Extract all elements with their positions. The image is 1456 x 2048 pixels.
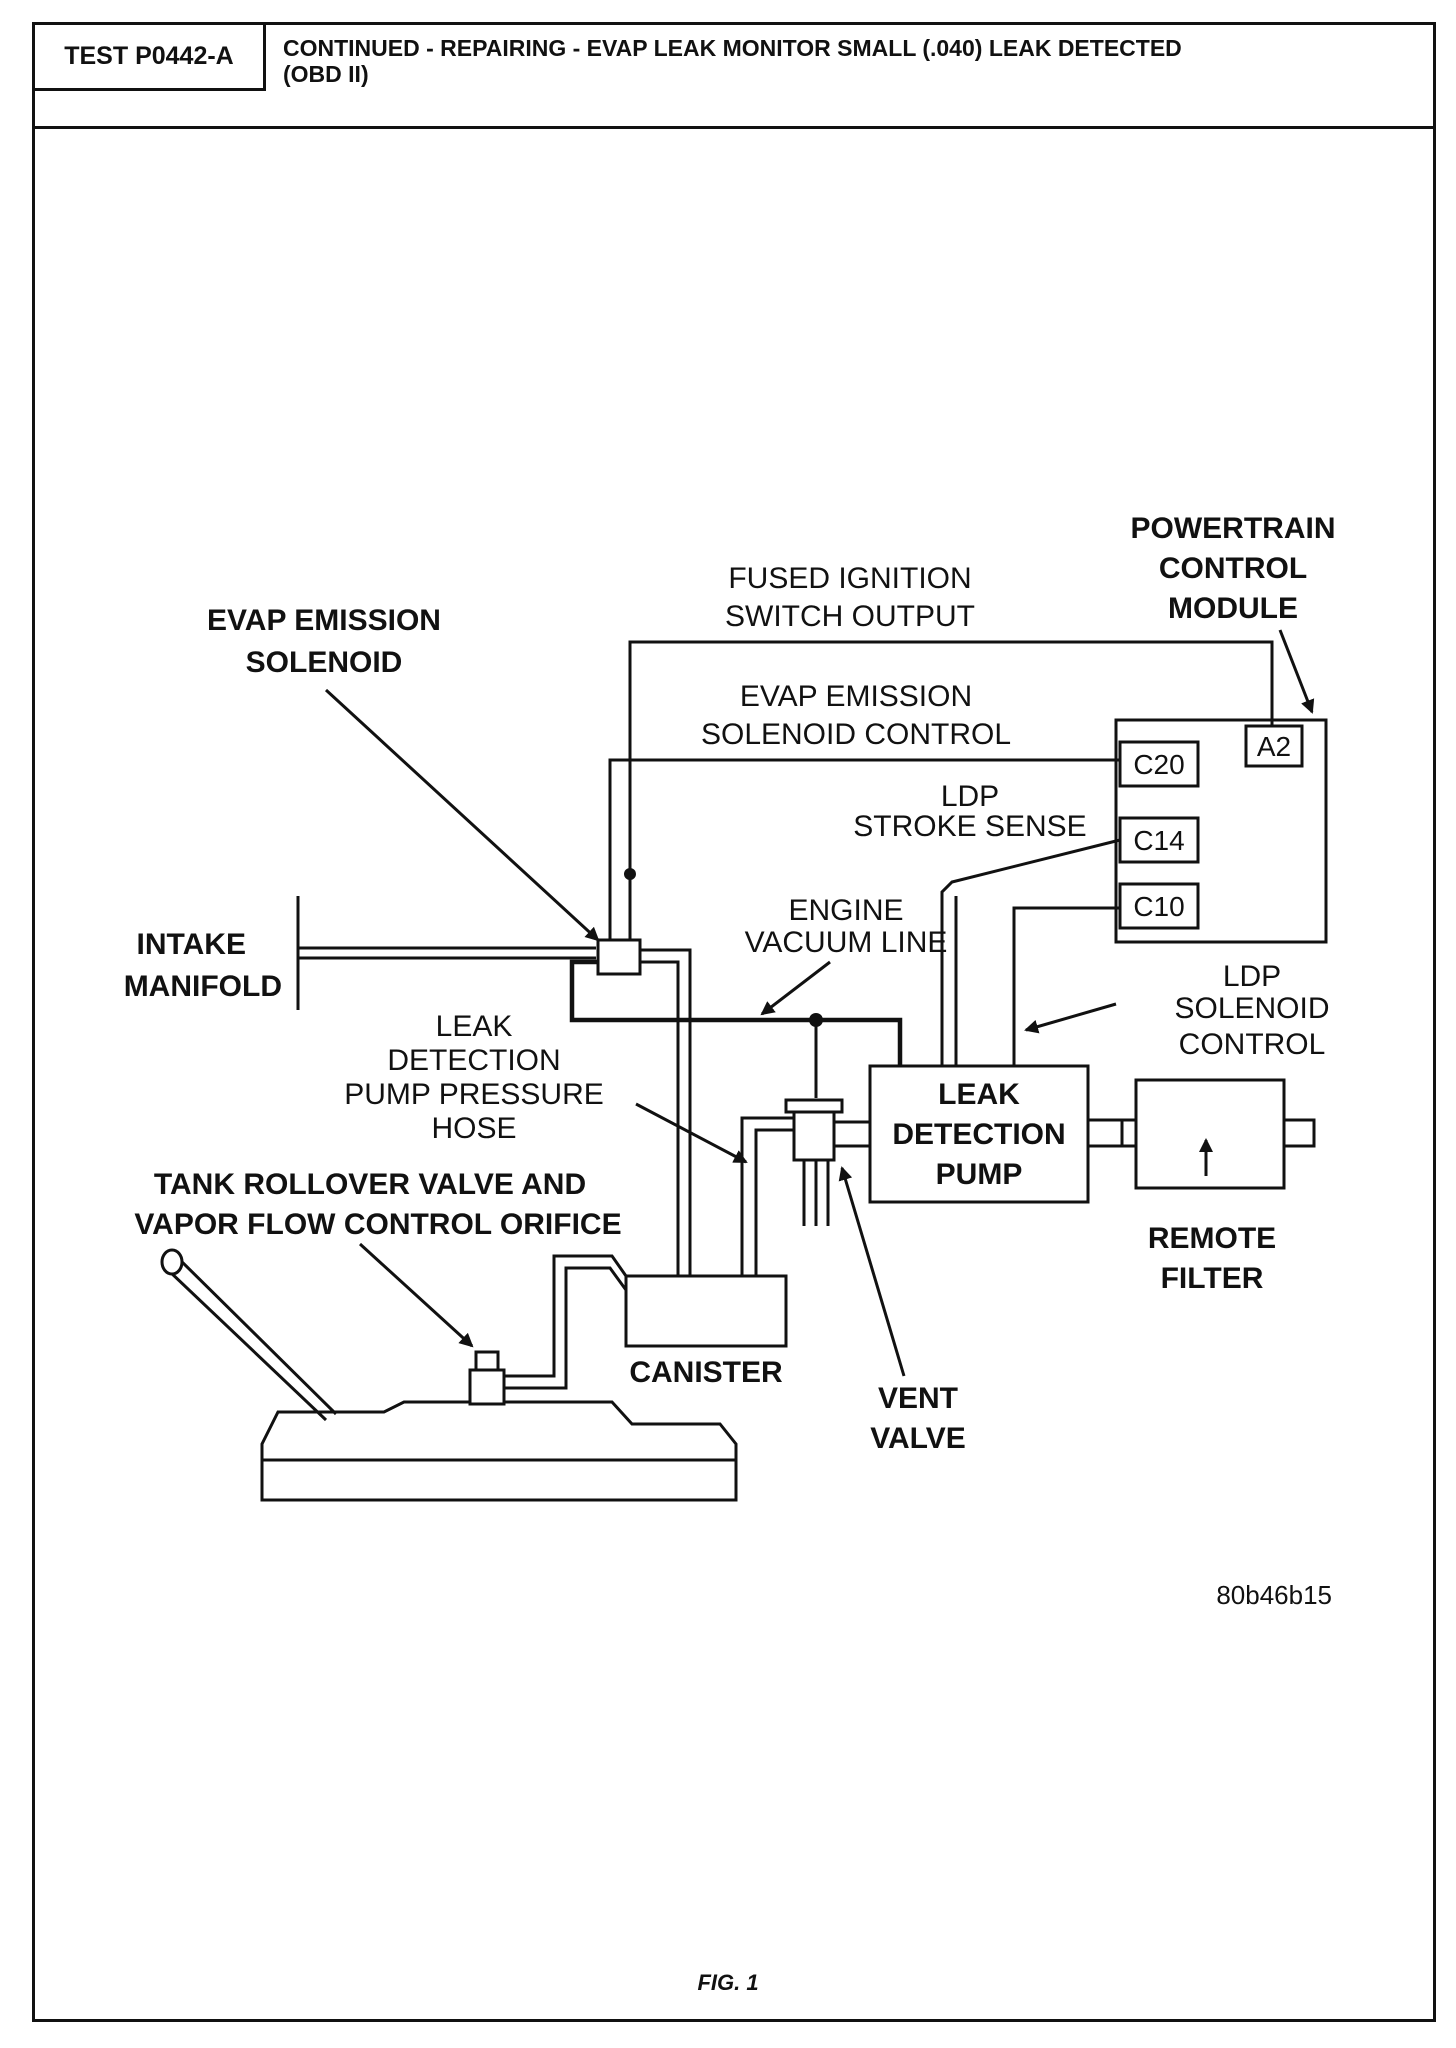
leak-hose-label-4: HOSE — [431, 1112, 516, 1145]
pin-c10 — [1118, 882, 1200, 930]
filler-neck-top — [174, 1254, 338, 1416]
pin-c10-label: C10 — [1133, 891, 1184, 922]
powertrain-label-3: MODULE — [1168, 592, 1298, 625]
intake-label-2: MANIFOLD — [124, 970, 282, 1003]
pump-label-1: LEAK — [938, 1078, 1020, 1111]
evap-solenoid-body — [596, 938, 642, 976]
test-id: TEST P0442-A — [35, 25, 266, 91]
ldp-stroke-label-1: LDP — [941, 780, 999, 813]
leak-detection-pump-box — [868, 1064, 1090, 1204]
engine-vacuum-hose — [569, 959, 903, 1066]
evap-solenoid-arrow — [324, 688, 600, 942]
intake-label-1: INTAKE — [137, 928, 246, 961]
engine-vacuum-label-1: ENGINE — [788, 894, 903, 927]
filter-outlet — [1282, 1118, 1316, 1148]
pump-label-2: DETECTION — [892, 1118, 1065, 1151]
header-row: TEST P0442-A CONTINUED - REPAIRING - EVA… — [35, 25, 1433, 129]
header-title: CONTINUED - REPAIRING - EVAP LEAK MONITO… — [283, 35, 1182, 87]
evap-control-label-1: EVAP EMISSION — [740, 680, 972, 713]
vent-valve-cap — [784, 1098, 844, 1114]
vapor-line-b — [504, 1266, 628, 1390]
pump-filter-hose — [1086, 1118, 1124, 1148]
remote-filter-box — [1134, 1078, 1286, 1190]
pressure-hose-b — [754, 1128, 794, 1276]
fused-ignition-label-2: SWITCH OUTPUT — [725, 600, 975, 633]
vent-valve-label-2: VALVE — [870, 1422, 966, 1455]
filter-label-1: REMOTE — [1148, 1222, 1276, 1255]
powertrain-label-2: CONTROL — [1159, 552, 1307, 585]
junction-dot-1 — [624, 868, 636, 880]
pin-c14-label: C14 — [1133, 825, 1184, 856]
evap-control-wire — [608, 758, 1120, 940]
evap-solenoid-label-1: EVAP EMISSION — [207, 604, 441, 637]
leak-hose-label-3: PUMP PRESSURE — [344, 1078, 604, 1111]
page-frame: TEST P0442-A CONTINUED - REPAIRING - EVA… — [32, 22, 1436, 2022]
ldp-solenoid-label-1: LDP — [1223, 960, 1281, 993]
reference-code: 80b46b15 — [1216, 1580, 1332, 1610]
leak-hose-label-1: LEAK — [436, 1010, 513, 1043]
ldp-solenoid-label-3: CONTROL — [1179, 1028, 1326, 1061]
filter-label-2: FILTER — [1161, 1262, 1264, 1295]
rollover-valve-top — [474, 1350, 500, 1372]
pin-a2 — [1244, 724, 1304, 768]
ldp-solenoid-arrow — [1024, 1002, 1117, 1034]
pressure-hose-a — [740, 1116, 794, 1276]
powertrain-control-module: A2 C20 C14 C10 — [1114, 718, 1328, 944]
rollover-valve-base — [468, 1368, 506, 1406]
ldp-stroke-wire-a — [940, 838, 1121, 1066]
pin-c20 — [1118, 740, 1200, 788]
fused-ignition-wire — [628, 640, 1274, 940]
engine-vacuum-arrow — [760, 960, 831, 1016]
ldp-solenoid-wire — [1012, 906, 1120, 1066]
pcm-arrow — [1278, 629, 1315, 714]
tank-rollover-label-2: VAPOR FLOW CONTROL ORIFICE — [134, 1208, 621, 1241]
vent-valve-label-1: VENT — [878, 1382, 958, 1415]
vapor-line-a — [504, 1254, 628, 1378]
leak-hose-label-2: DETECTION — [387, 1044, 560, 1077]
powertrain-label: POWERTRAIN CONTROL MODULE — [1131, 512, 1336, 625]
filler-cap — [160, 1248, 184, 1276]
ldp-stroke-label-2: STROKE SENSE — [853, 810, 1086, 843]
ldp-solenoid-label-2: SOLENOID — [1174, 992, 1329, 1025]
canister-box — [624, 1274, 788, 1348]
fuel-tank-body — [260, 1400, 738, 1502]
tank-rollover-label-1: TANK ROLLOVER VALVE AND — [154, 1168, 586, 1201]
pump-filter-coupler — [1120, 1118, 1138, 1148]
pin-c20-label: C20 — [1133, 749, 1184, 780]
vent-valve-body — [792, 1110, 836, 1162]
fused-ignition-label-1: FUSED IGNITION — [728, 562, 971, 595]
purge-hose-b — [640, 960, 680, 1276]
engine-vacuum-label-2: VACUUM LINE — [745, 926, 948, 959]
pump-label-3: PUMP — [936, 1158, 1023, 1191]
canister-label: CANISTER — [629, 1356, 783, 1389]
leak-hose-arrow — [635, 1102, 748, 1164]
evap-solenoid-label-2: SOLENOID — [246, 646, 403, 679]
vent-valve-arrow — [838, 1166, 906, 1377]
tank-rollover-arrow — [358, 1242, 474, 1348]
figure-caption: FIG. 1 — [697, 1970, 758, 1995]
pin-a2-label: A2 — [1257, 731, 1291, 762]
filler-neck-bottom — [166, 1268, 328, 1422]
evap-control-label-2: SOLENOID CONTROL — [701, 718, 1011, 751]
purge-hose-a — [640, 948, 692, 1276]
powertrain-label-1: POWERTRAIN — [1131, 512, 1336, 545]
fuel-tank — [160, 1248, 738, 1502]
